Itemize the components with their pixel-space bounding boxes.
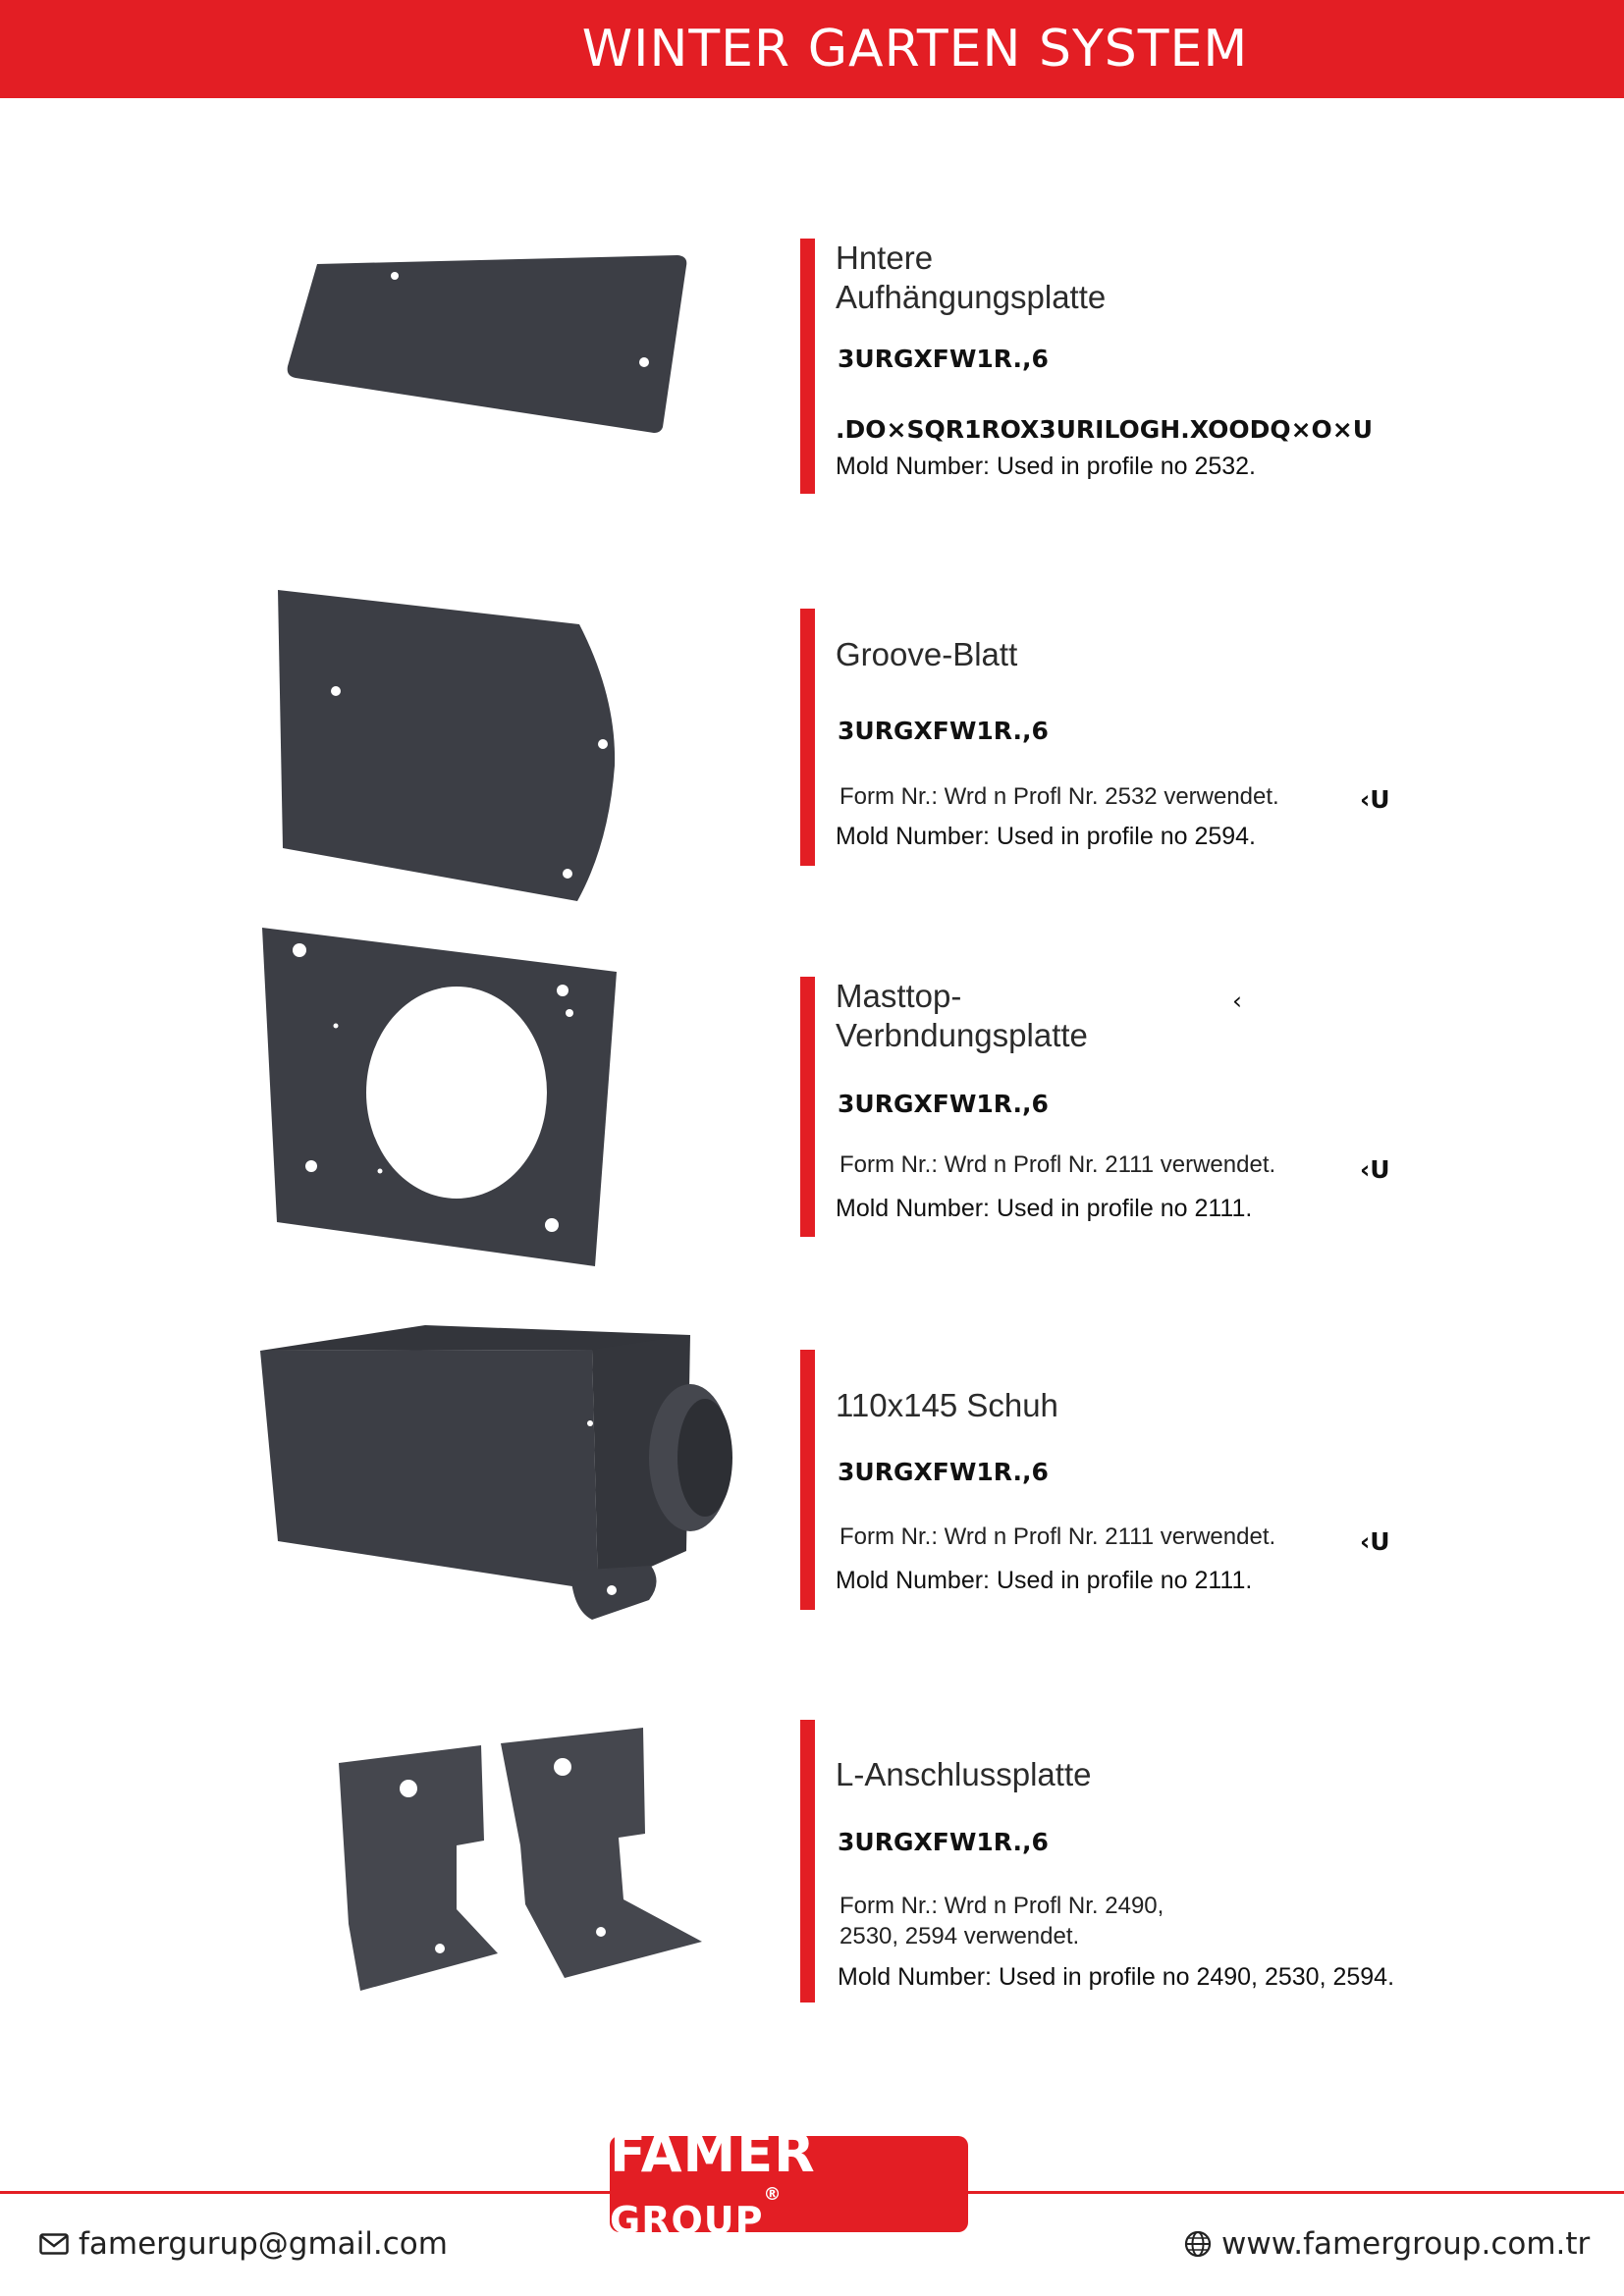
rear-suspension-plate-image — [280, 250, 692, 437]
accent-bar — [800, 1720, 815, 2002]
accent-bar — [800, 239, 815, 494]
website-contact[interactable]: www.famergroup.com.tr — [1184, 2226, 1590, 2262]
accent-bar — [800, 1350, 815, 1610]
shoe-box-image — [258, 1325, 739, 1625]
l-connection-plates-image — [329, 1728, 707, 1998]
form-number: 2530, 2594 verwendet. — [839, 1923, 1080, 1949]
product-code: 3URGXFW1R.,6 — [838, 1090, 1049, 1118]
mast-top-connection-plate-image — [257, 928, 621, 1266]
footer-rule-left — [0, 2191, 614, 2194]
product-name: Hntere — [836, 240, 934, 276]
form-suffix: ‹U — [1360, 1527, 1390, 1556]
email-address[interactable]: famergurup@gmail.com — [79, 2226, 448, 2262]
accent-bar — [800, 977, 815, 1237]
product-code: 3URGXFW1R.,6 — [838, 717, 1049, 745]
mold-number: Mold Number: Used in profile no 2490, 25… — [838, 1963, 1395, 1991]
product-name: Groove-Blatt — [836, 636, 1018, 672]
name-marker: ‹ — [1232, 987, 1242, 1015]
product-code: 3URGXFW1R.,6 — [838, 1458, 1049, 1486]
mold-number: Mold Number: Used in profile no 2594. — [836, 823, 1257, 850]
form-number: Form Nr.: Wrd n Profl Nr. 2532 verwendet… — [839, 783, 1279, 810]
mold-number: Mold Number: Used in profile no 2532. — [836, 453, 1257, 480]
form-number: Form Nr.: Wrd n Profl Nr. 2111 verwendet… — [839, 1523, 1276, 1550]
logo-text: FAMER GROUP® — [610, 2122, 816, 2242]
mail-icon — [39, 2233, 69, 2255]
product-name: 110x145 Schuh — [836, 1387, 1058, 1423]
product-name: L-Anschlussplatte — [836, 1756, 1092, 1792]
form-suffix: ‹U — [1360, 785, 1390, 814]
product-code: 3URGXFW1R.,6 — [838, 345, 1049, 373]
globe-icon — [1184, 2230, 1212, 2258]
accent-bar — [800, 609, 815, 866]
form-number: Form Nr.: Wrd n Profl Nr. 2111 verwendet… — [839, 1151, 1276, 1178]
famer-group-logo: FAMER GROUP® — [610, 2122, 968, 2242]
groove-plate-image — [265, 589, 628, 913]
product-name: Masttop- — [836, 978, 962, 1014]
product-code: 3URGXFW1R.,6 — [838, 1828, 1049, 1856]
form-number: Form Nr.: Wrd n Profl Nr. 2490, — [839, 1893, 1164, 1919]
product-name: Aufhängungsplatte — [836, 279, 1107, 315]
email-contact[interactable]: famergurup@gmail.com — [39, 2226, 448, 2262]
product-name: Verbndungsplatte — [836, 1017, 1088, 1053]
form-suffix: ‹U — [1360, 1155, 1390, 1184]
footer-rule-right — [962, 2191, 1624, 2194]
website-link[interactable]: www.famergroup.com.tr — [1221, 2226, 1591, 2262]
mold-number: Mold Number: Used in profile no 2111. — [836, 1567, 1253, 1594]
header-banner: WINTER GARTEN SYSTEM — [0, 0, 1624, 98]
page-title: WINTER GARTEN SYSTEM — [581, 20, 1249, 79]
mold-number: Mold Number: Used in profile no 2111. — [836, 1195, 1253, 1222]
product-description: .DO×SQR1ROX3URILOGH.XOODQ×O×U — [836, 415, 1374, 444]
